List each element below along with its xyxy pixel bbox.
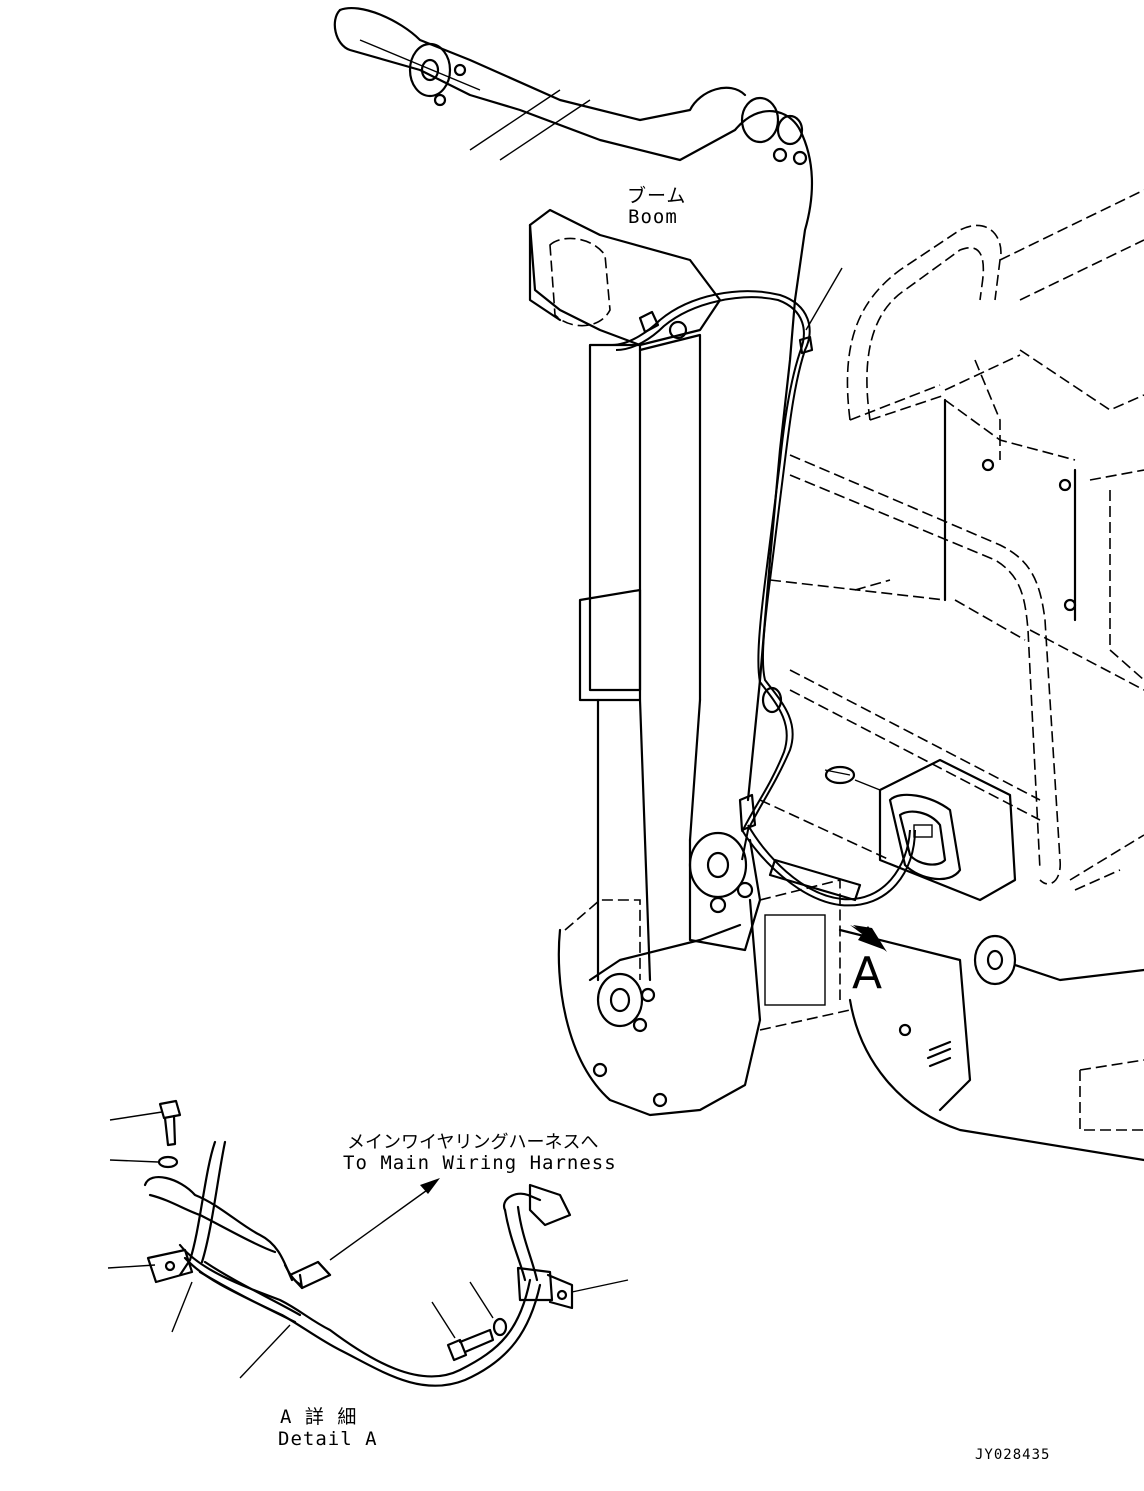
- boom-body: [333, 7, 814, 1117]
- detail-label-jp: A 詳 細: [280, 1406, 358, 1428]
- view-direction-arrow-icon: [850, 925, 887, 952]
- arrowhead-icon: [420, 1178, 440, 1194]
- detail-a-drawing: [107, 1099, 629, 1387]
- drawing-code: JY028435: [975, 1447, 1051, 1463]
- harness-label-jp: メインワイヤリングハーネスへ: [347, 1132, 599, 1153]
- boom-label-en: Boom: [628, 206, 678, 228]
- detail-label-en: Detail A: [278, 1428, 378, 1450]
- harness-label-en: To Main Wiring Harness: [343, 1152, 617, 1174]
- view-a-label: A: [852, 948, 883, 999]
- wiring-harness: [611, 267, 916, 907]
- upper-structure: [759, 189, 1144, 1162]
- boom-label-jp: ブーム: [627, 185, 687, 207]
